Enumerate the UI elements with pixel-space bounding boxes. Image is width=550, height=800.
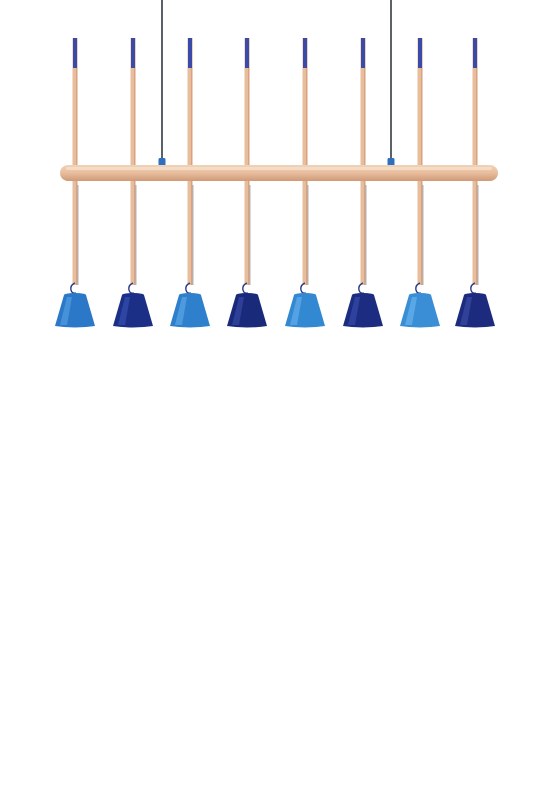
rod-tip-3 [188, 38, 192, 68]
rod-tip-1 [73, 38, 77, 68]
lamp-shade-highlight-2 [118, 297, 130, 325]
rod-tip-5 [303, 38, 307, 68]
lamp-shade-highlight-4 [232, 297, 244, 325]
lamp-shade-cap-6 [352, 293, 374, 297]
wooden-rod-8 [472, 38, 478, 285]
lamp-shade-highlight-1 [60, 297, 72, 325]
lamp-shade-highlight-8 [460, 297, 472, 325]
wooden-rod-shade-1 [76, 38, 78, 285]
suspension-cables [158, 0, 395, 166]
rod-tip-4 [245, 38, 249, 68]
lamp-shade-cap-2 [122, 293, 144, 297]
lamp-shade-cap-5 [294, 293, 316, 297]
lamp-shade-cap-4 [236, 293, 258, 297]
lamp-rods [72, 38, 479, 285]
wooden-rod-5 [302, 38, 308, 285]
rod-tip-6 [361, 38, 365, 68]
wooden-rod-shade-5 [306, 38, 308, 285]
lamp-shade-cap-1 [64, 293, 86, 297]
wooden-rod-7 [417, 38, 423, 285]
wooden-rod-4 [244, 38, 250, 285]
rod-tip-2 [131, 38, 135, 68]
wooden-rod-3 [187, 38, 193, 285]
lamp-shade-cap-7 [409, 293, 431, 297]
cable-clamp-right [387, 158, 395, 166]
wooden-rod-6 [360, 38, 366, 285]
lamp-shade-cap-8 [464, 293, 486, 297]
lamp-shade-highlight-7 [405, 297, 417, 325]
wooden-rod-shade-2 [134, 38, 136, 285]
crossbar-highlight [66, 167, 492, 170]
rod-tip-7 [418, 38, 422, 68]
lamp-shades [55, 282, 495, 328]
lamp-shade-highlight-5 [290, 297, 302, 325]
wooden-rod-1 [72, 38, 78, 285]
wooden-rod-shade-7 [421, 38, 423, 285]
wooden-rod-shade-6 [364, 38, 366, 285]
wooden-rod-shade-3 [191, 38, 193, 285]
wooden-rod-shade-4 [248, 38, 250, 285]
wooden-rod-shade-8 [476, 38, 478, 285]
lamp-shade-highlight-3 [175, 297, 187, 325]
lamp-shade-highlight-6 [348, 297, 360, 325]
lamp-shade-cap-3 [179, 293, 201, 297]
cable-clamp-left [158, 158, 166, 166]
rod-tip-8 [473, 38, 477, 68]
wooden-rod-2 [130, 38, 136, 285]
